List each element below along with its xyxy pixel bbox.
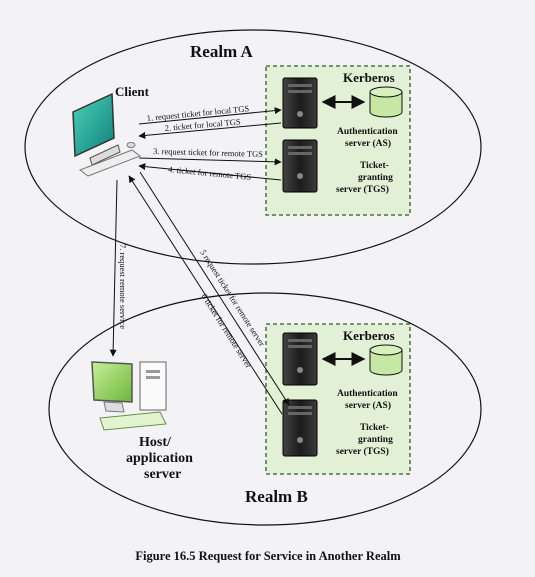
realm-b-tgs-label-2: granting bbox=[358, 435, 393, 445]
step-6-label: 6 ticket for remote server bbox=[199, 292, 254, 370]
realm-a-tgs-server-icon bbox=[282, 139, 318, 193]
step-4-label: 4. ticket for remote TGS bbox=[168, 164, 252, 182]
realm-a-as-server-icon bbox=[282, 77, 318, 129]
arrow-step-1 bbox=[138, 107, 282, 125]
realm-a-as-label-1: Authentication bbox=[337, 127, 398, 137]
realm-b-tgs-server-icon bbox=[282, 399, 318, 457]
client-label: Client bbox=[115, 84, 150, 99]
realm-b-as-server-icon bbox=[282, 332, 318, 386]
realm-a-tgs-label-3: server (TGS) bbox=[336, 184, 389, 195]
realm-a-tgs-label-1: Ticket- bbox=[360, 161, 389, 171]
realm-a-tgs-label-2: granting bbox=[358, 173, 393, 183]
realm-b-tgs-label-1: Ticket- bbox=[360, 423, 389, 433]
step-3-label: 3. request ticket for remote TGS bbox=[153, 146, 263, 159]
arrow-step-6 bbox=[128, 175, 283, 415]
step-7-label: 7. request remote service bbox=[118, 244, 128, 329]
realm-b-tgs-label-3: server (TGS) bbox=[336, 446, 389, 457]
client-computer-icon bbox=[72, 92, 142, 177]
realm-b-kerberos-title: Kerberos bbox=[343, 328, 395, 343]
realm-b-as-label-1: Authentication bbox=[337, 389, 398, 399]
arrow-step-5 bbox=[139, 171, 290, 406]
realm-b-as-label-2: server (AS) bbox=[345, 400, 391, 411]
host-computer-icon bbox=[91, 361, 167, 431]
realm-a-title: Realm A bbox=[190, 42, 254, 61]
realm-a-as-label-2: server (AS) bbox=[345, 138, 391, 149]
realm-a-database-icon bbox=[369, 86, 403, 118]
arrow-step-2 bbox=[138, 122, 282, 139]
realm-a-ellipse bbox=[24, 29, 482, 265]
arrow-step-4 bbox=[138, 163, 282, 181]
figure-caption: Figure 16.5 Request for Service in Anoth… bbox=[135, 549, 401, 563]
host-label-1: Host/ bbox=[139, 435, 172, 450]
host-label-2: application bbox=[126, 451, 193, 466]
realm-b-title: Realm B bbox=[245, 487, 308, 506]
realm-b-database-icon bbox=[369, 344, 403, 376]
realm-b-ellipse bbox=[48, 292, 482, 526]
realm-a-kerberos-title: Kerberos bbox=[343, 70, 395, 85]
host-label-3: server bbox=[144, 467, 181, 482]
arrow-step-3 bbox=[138, 157, 282, 166]
arrow-step-7 bbox=[109, 179, 118, 357]
